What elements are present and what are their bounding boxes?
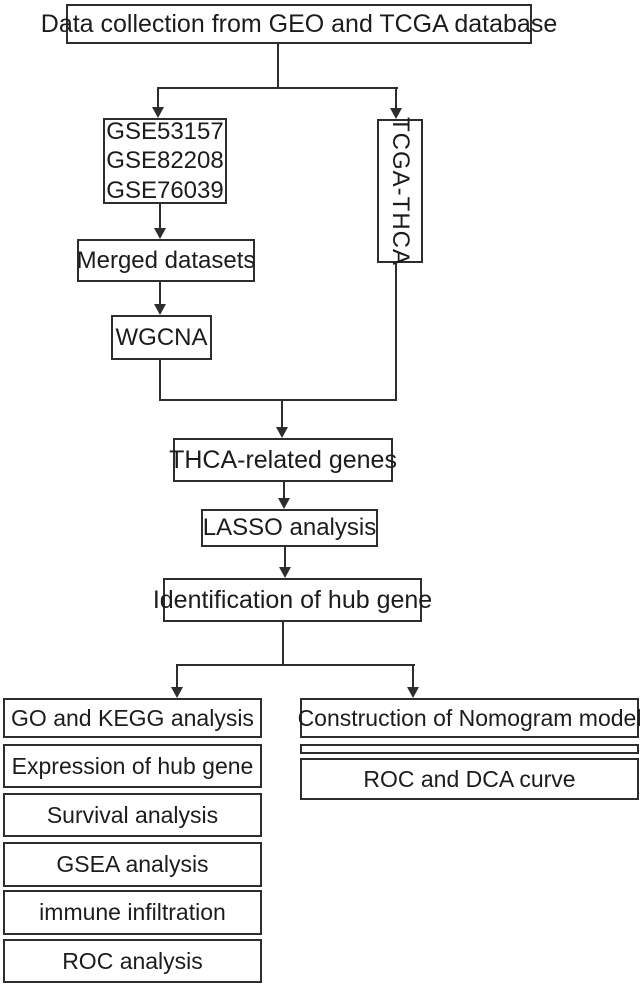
box-thca-related-genes: THCA-related genes bbox=[169, 438, 397, 482]
connector-drop-right-column bbox=[412, 664, 414, 687]
box-wgcna: WGCNA bbox=[111, 315, 212, 360]
box-expression-hub-gene: Expression of hub gene bbox=[3, 744, 262, 788]
box-survival-analysis: Survival analysis bbox=[3, 793, 262, 837]
box-go-kegg-analysis: GO and KEGG analysis bbox=[3, 698, 262, 738]
box-gse-datasets: GSE53157 GSE82208 GSE76039 bbox=[103, 118, 227, 204]
arrowhead-to-thca-genes bbox=[276, 427, 288, 438]
connector-merge-stem bbox=[281, 399, 283, 427]
connector-gse-merged bbox=[159, 204, 161, 229]
box-roc-dca-curve: ROC and DCA curve bbox=[300, 758, 639, 800]
arrowhead-to-left-column bbox=[171, 687, 183, 698]
box-construction-nomogram-model: Construction of Nomogram model bbox=[298, 698, 641, 738]
box-data-collection: Data collection from GEO and TCGA databa… bbox=[41, 4, 557, 44]
gse-dataset-list: GSE53157 GSE82208 GSE76039 bbox=[106, 118, 223, 205]
arrowhead-to-wgcna bbox=[154, 304, 166, 315]
box-roc-analysis: ROC analysis bbox=[3, 939, 262, 983]
connector-thca-lasso bbox=[283, 482, 285, 499]
box-merged-datasets: Merged datasets bbox=[77, 239, 255, 282]
connector-drop-gse bbox=[157, 87, 159, 108]
connector-tcga-stem bbox=[395, 263, 397, 401]
arrowhead-to-merged bbox=[154, 228, 166, 239]
gse-line-1: GSE53157 bbox=[106, 117, 224, 145]
box-right-spacer bbox=[300, 744, 639, 754]
arrowhead-to-hub bbox=[279, 567, 291, 578]
box-gsea-analysis: GSEA analysis bbox=[3, 842, 262, 887]
connector-lasso-hub bbox=[284, 547, 286, 568]
gse-line-3: GSE76039 bbox=[106, 176, 224, 204]
connector-drop-tcga bbox=[395, 87, 397, 108]
box-immune-infiltration: immune infiltration bbox=[3, 890, 262, 935]
connector-split-1 bbox=[157, 87, 398, 89]
connector-merge-line bbox=[159, 399, 397, 401]
connector-top-stem bbox=[277, 44, 279, 89]
connector-hub-stem bbox=[282, 622, 284, 666]
arrowhead-to-lasso bbox=[278, 498, 290, 509]
connector-merged-wgcna bbox=[159, 282, 161, 305]
connector-wgcna-stem bbox=[159, 360, 161, 401]
box-tcga-thca: TCGA-THCA bbox=[377, 117, 423, 266]
connector-split-2 bbox=[176, 664, 415, 666]
box-identification-hub-gene: Identification of hub gene bbox=[153, 578, 432, 622]
box-lasso-analysis: LASSO analysis bbox=[201, 509, 378, 547]
arrowhead-to-right-column bbox=[407, 687, 419, 698]
arrowhead-to-gse bbox=[152, 107, 164, 118]
connector-drop-left-column bbox=[176, 664, 178, 687]
arrowhead-to-tcga bbox=[390, 108, 402, 119]
gse-line-2: GSE82208 bbox=[106, 147, 224, 175]
